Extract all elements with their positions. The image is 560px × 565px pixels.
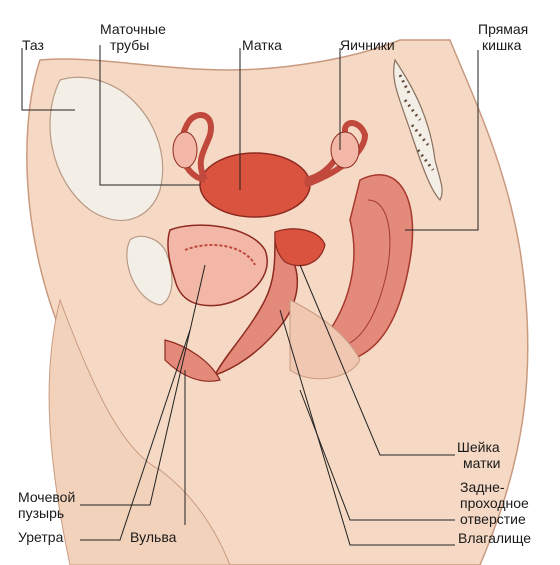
label-urethra: Уретра <box>18 529 64 545</box>
label-ovaries: Яичники <box>340 37 395 53</box>
label-anus-1: Задне- <box>460 479 505 495</box>
ovary-left <box>172 131 198 169</box>
label-anus-2: проходное <box>460 495 529 511</box>
label-pelvis: Таз <box>22 37 44 53</box>
label-cervix-1: Шейка <box>457 439 500 455</box>
pelvis-bone <box>49 76 164 221</box>
label-fallopian-tubes-2: трубы <box>110 37 150 53</box>
cervix <box>274 228 326 267</box>
spine-dots <box>398 74 435 171</box>
leader-lines <box>21 45 479 546</box>
label-fallopian-tubes-1: Маточные <box>100 21 166 37</box>
label-cervix-2: матки <box>463 455 501 471</box>
label-bladder-1: Мочевой <box>18 489 76 505</box>
vagina <box>213 238 298 377</box>
label-vagina: Влагалище <box>458 530 532 546</box>
label-vulva: Вульва <box>130 529 177 545</box>
label-bladder-2: пузырь <box>18 505 65 521</box>
ovary-right <box>330 131 360 169</box>
bladder <box>167 224 268 307</box>
label-uterus: Матка <box>242 37 282 53</box>
label-anus-3: отверстие <box>460 511 526 527</box>
label-rectum-1: Прямая <box>478 21 529 37</box>
rectum <box>325 174 414 362</box>
uterus <box>199 152 311 218</box>
vulva <box>164 339 221 382</box>
label-rectum-2: кишка <box>482 37 522 53</box>
pubic-bone <box>126 235 173 306</box>
